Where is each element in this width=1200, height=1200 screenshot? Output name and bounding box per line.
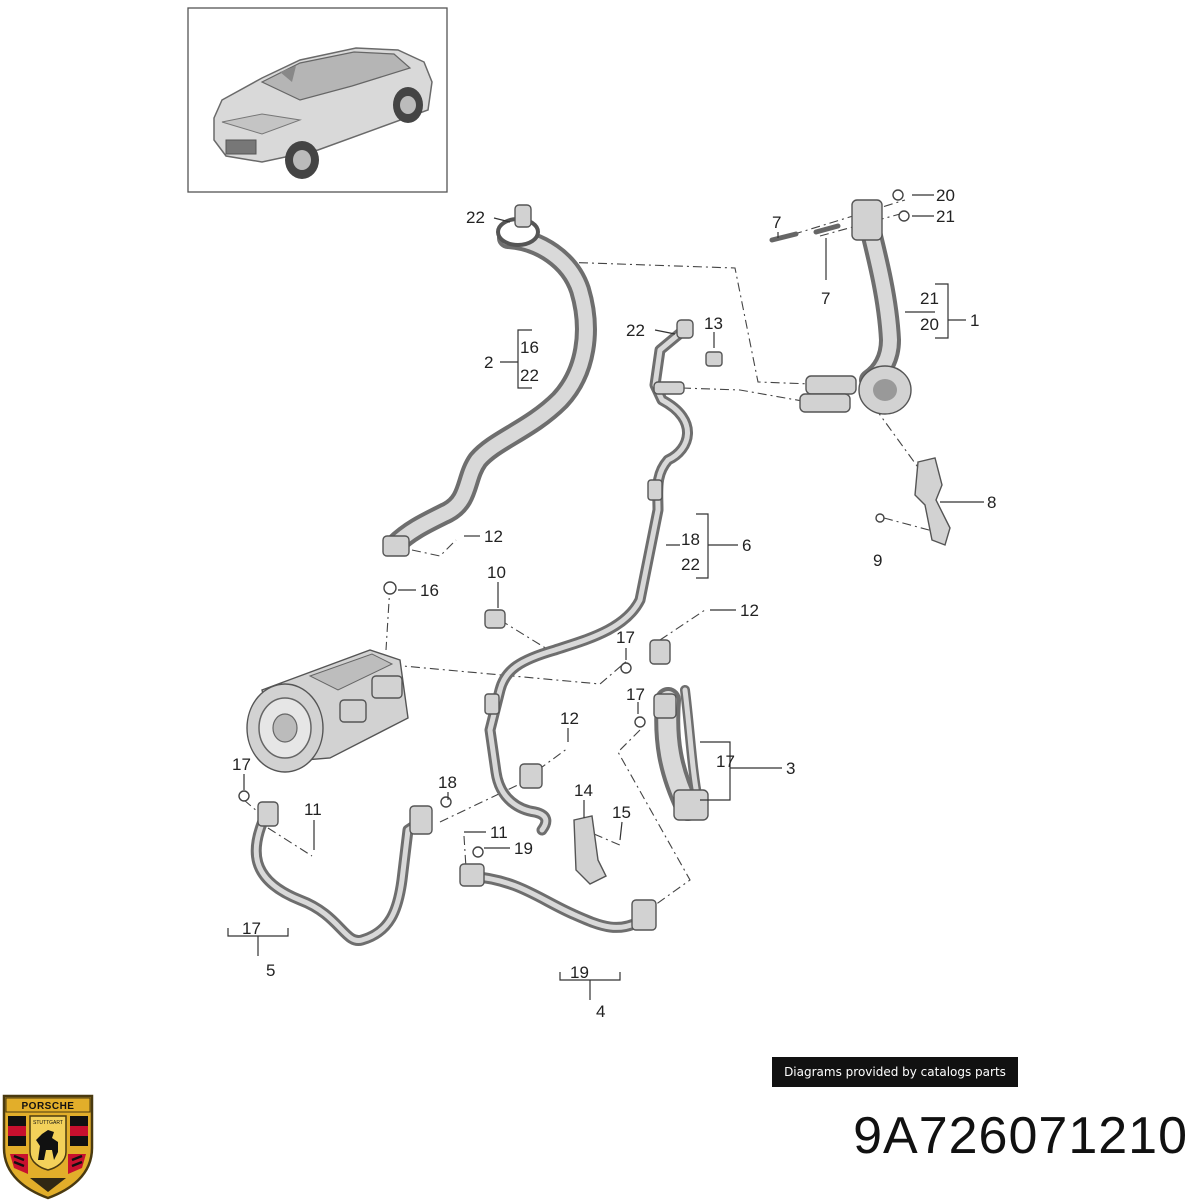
leader-lines: [227, 194, 984, 1000]
line-5: [238, 790, 433, 946]
callout-19: 19: [570, 963, 589, 982]
callout-17: 17: [232, 755, 251, 774]
bolts-and-brackets: [705, 189, 951, 546]
hose-2: [382, 204, 597, 557]
callout-21: 21: [920, 289, 939, 308]
brand-city: STUTTGART: [33, 1120, 63, 1126]
callout-19: 19: [514, 839, 533, 858]
compressor: [246, 649, 409, 773]
callout-7: 7: [821, 289, 830, 308]
callout-15: 15: [612, 803, 631, 822]
line-4: [383, 581, 657, 933]
callout-3: 3: [786, 759, 795, 778]
callout-22: 22: [466, 208, 485, 227]
callout-22: 22: [520, 366, 539, 385]
callout-10: 10: [487, 563, 506, 582]
callout-1: 1: [970, 311, 979, 330]
callout-7: 7: [772, 213, 781, 232]
brand-name: PORSCHE: [22, 1101, 75, 1112]
line-6: [484, 319, 694, 836]
callout-21: 21: [936, 207, 955, 226]
callout-6: 6: [742, 536, 751, 555]
callout-22: 22: [626, 321, 645, 340]
callout-18: 18: [681, 530, 700, 549]
part-number: 9A726071210: [853, 1107, 1188, 1165]
callout-11: 11: [490, 823, 508, 842]
callout-17: 17: [242, 919, 261, 938]
callout-17: 17: [616, 628, 635, 647]
callout-12: 12: [560, 709, 579, 728]
callout-5: 5: [266, 961, 275, 980]
callouts: 22 20 21 7 7 21 20 1 2 16 22 22 13 8 9 1…: [232, 186, 996, 1021]
callout-16: 16: [420, 581, 439, 600]
callout-14: 14: [574, 781, 593, 800]
porsche-crest-logo: PORSCHE STUTTGART: [2, 1094, 94, 1200]
car-thumbnail: [187, 7, 448, 193]
callout-4: 4: [596, 1002, 605, 1021]
callout-17: 17: [716, 752, 735, 771]
callout-2: 2: [484, 353, 493, 372]
callout-12: 12: [740, 601, 759, 620]
credit-badge: Diagrams provided by catalogs parts: [772, 1057, 1018, 1087]
callout-8: 8: [987, 493, 996, 512]
callout-13: 13: [704, 314, 723, 333]
hose-3: [649, 639, 709, 821]
callout-11: 11: [304, 800, 322, 819]
callout-20: 20: [936, 186, 955, 205]
hose-1: [799, 199, 912, 415]
callout-16: 16: [520, 338, 539, 357]
callout-17: 17: [626, 685, 645, 704]
callout-20: 20: [920, 315, 939, 334]
callout-9: 9: [873, 551, 882, 570]
callout-22: 22: [681, 555, 700, 574]
callout-12: 12: [484, 527, 503, 546]
callout-18: 18: [438, 773, 457, 792]
